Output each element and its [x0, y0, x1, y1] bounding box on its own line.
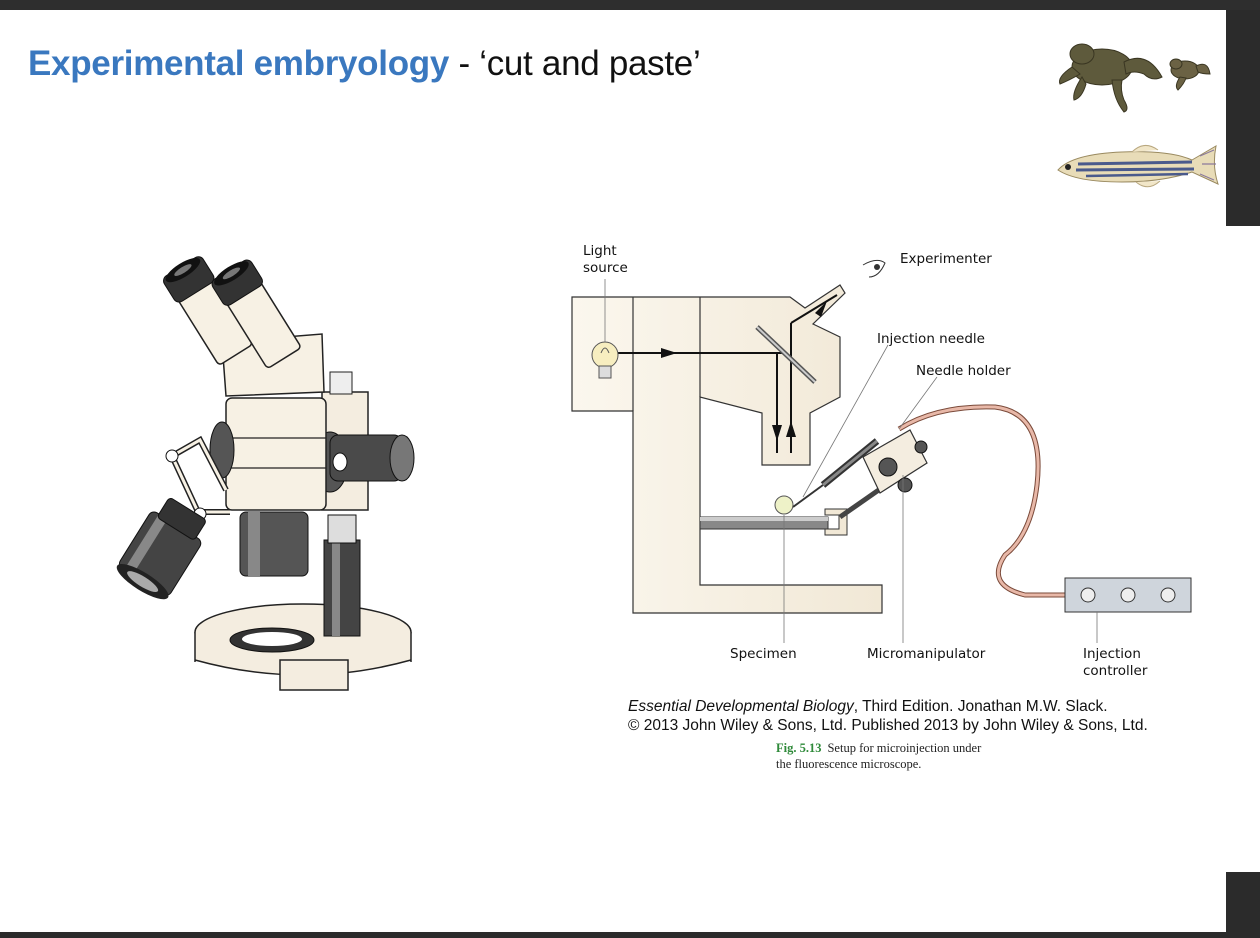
label-injection-controller-line1: Injection	[1083, 646, 1141, 662]
zebrafish-image	[1057, 145, 1219, 188]
slide-title: Experimental embryology - ‘cut and paste…	[28, 44, 701, 84]
label-micromanipulator: Micromanipulator	[867, 646, 986, 662]
label-needle-holder: Needle holder	[916, 363, 1011, 379]
book-edition: , Third Edition. Jonathan M.W. Slack.	[853, 698, 1108, 715]
window-top-bar	[0, 0, 1260, 10]
label-injection-controller-line2: controller	[1083, 663, 1148, 679]
label-light-source-line1: Light	[583, 243, 617, 259]
book-title: Essential Developmental Biology	[628, 698, 854, 715]
window-right-edge-lower	[1226, 872, 1260, 932]
label-light-source: Light source	[583, 243, 628, 277]
label-experimenter: Experimenter	[900, 251, 992, 267]
slide-extension	[1226, 226, 1260, 872]
frog-image	[1059, 43, 1211, 113]
window-right-edge	[1226, 10, 1260, 226]
slide-title-rest: - ‘cut and paste’	[449, 44, 701, 83]
microinjection-diagram	[571, 259, 1192, 643]
source-credit: Essential Developmental Biology, Third E…	[628, 697, 1148, 735]
label-injection-controller: Injection controller	[1083, 646, 1147, 680]
slide-title-emphasis: Experimental embryology	[28, 44, 450, 83]
figure-number: Fig. 5.13	[776, 741, 822, 755]
label-injection-needle: Injection needle	[877, 331, 985, 347]
figure-caption-line2: the fluorescence microscope.	[776, 757, 922, 771]
label-light-source-line2: source	[583, 260, 628, 276]
copyright-line: © 2013 John Wiley & Sons, Ltd. Published…	[628, 717, 1148, 734]
slide	[0, 10, 1226, 932]
figure-caption-line1: Setup for microinjection under	[827, 741, 982, 755]
stereo-microscope-image	[116, 256, 415, 691]
label-specimen: Specimen	[730, 646, 797, 662]
